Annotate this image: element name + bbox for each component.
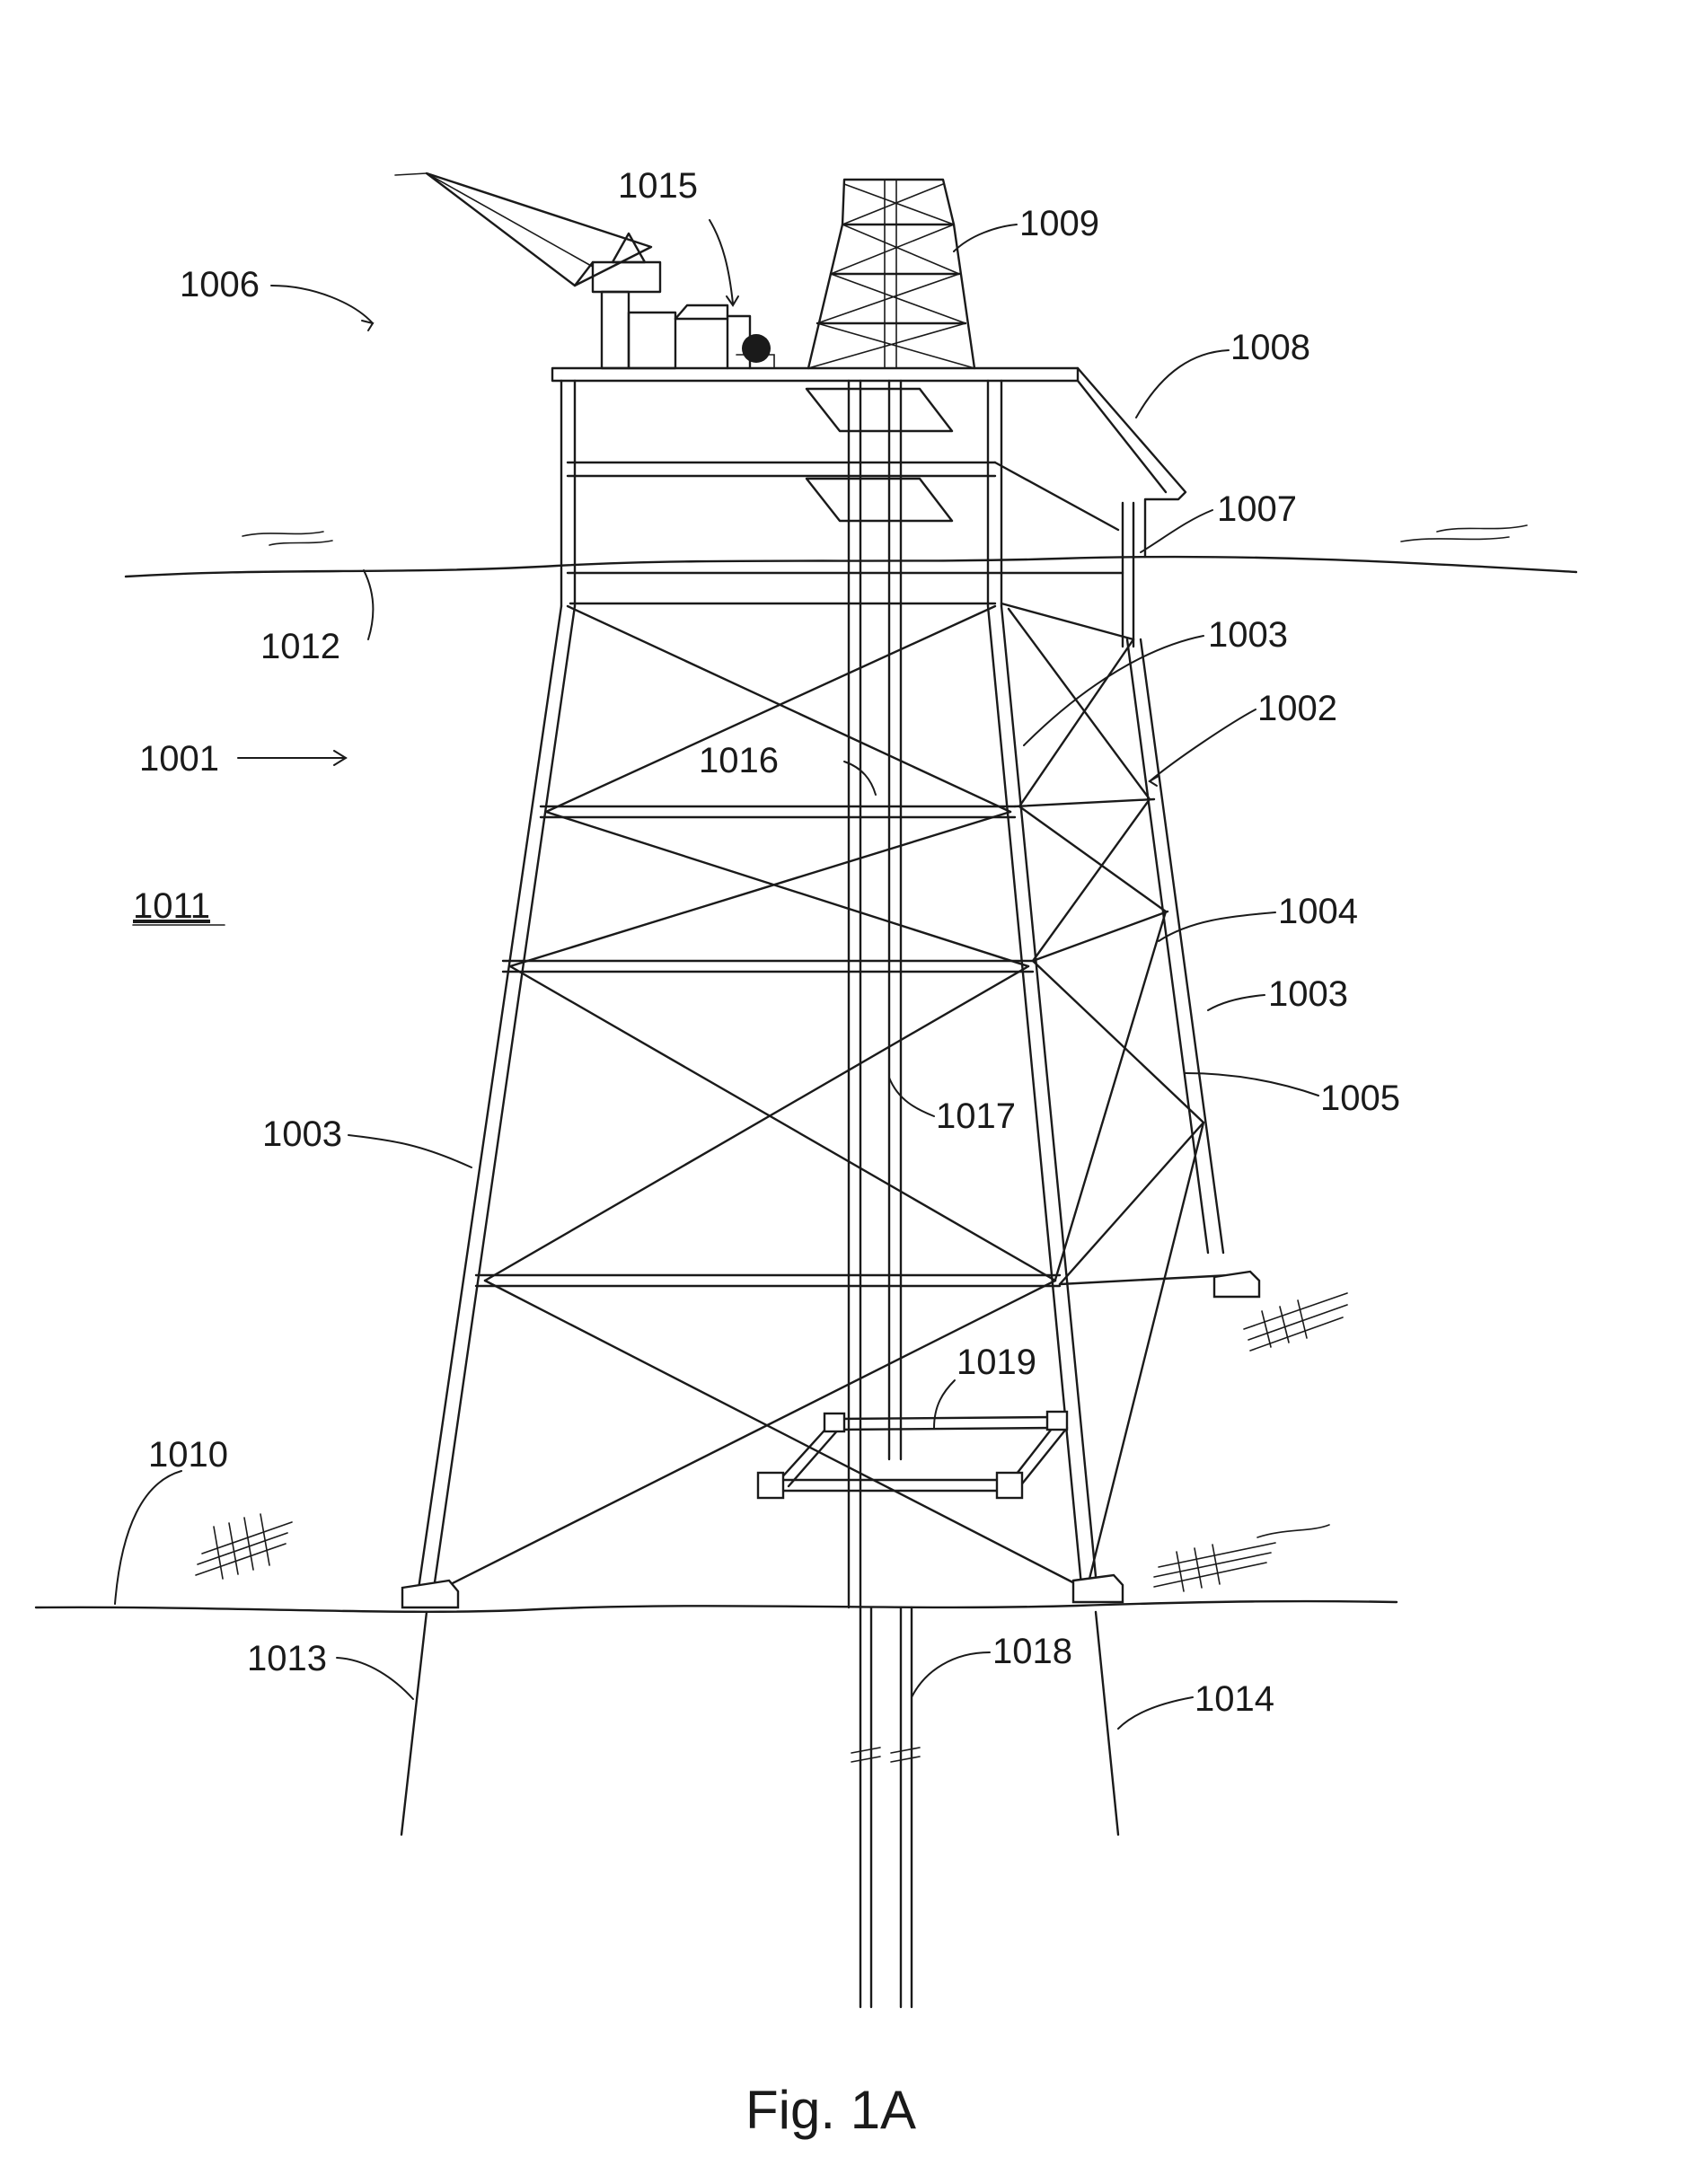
label-1018: 1018 xyxy=(992,1632,1072,1671)
label-1010: 1010 xyxy=(148,1435,228,1475)
label-1017: 1017 xyxy=(936,1096,1016,1136)
label-1003-upper: 1003 xyxy=(1208,615,1288,655)
label-1001: 1001 xyxy=(139,739,219,779)
label-1013: 1013 xyxy=(247,1639,327,1678)
seabed-hatch-left xyxy=(196,1514,292,1579)
label-1003-left: 1003 xyxy=(262,1114,342,1154)
seabed-hatch-right xyxy=(1244,1293,1347,1351)
label-1012: 1012 xyxy=(260,627,340,666)
subsea-template-frame xyxy=(758,1412,1067,1498)
deck-extension xyxy=(1078,368,1186,647)
label-1008: 1008 xyxy=(1230,328,1310,367)
deck-well-slots xyxy=(807,389,952,521)
label-1006: 1006 xyxy=(180,265,260,304)
label-1004: 1004 xyxy=(1278,892,1358,931)
label-1016: 1016 xyxy=(699,741,779,780)
label-1015: 1015 xyxy=(618,166,698,206)
label-1002: 1002 xyxy=(1257,689,1337,728)
label-1007: 1007 xyxy=(1217,489,1297,529)
leader-lines xyxy=(115,220,1318,1729)
label-1019: 1019 xyxy=(957,1343,1036,1382)
seabed-hatch-center xyxy=(1154,1525,1329,1591)
label-1014: 1014 xyxy=(1195,1679,1274,1719)
deck-modules xyxy=(602,292,774,368)
sea-floor-line xyxy=(36,1601,1397,1612)
derrick-tower xyxy=(808,180,974,368)
well-conductors xyxy=(849,381,920,2007)
label-1005: 1005 xyxy=(1320,1079,1400,1118)
label-1003-right: 1003 xyxy=(1268,974,1348,1014)
jacket-horizontals xyxy=(476,603,1060,1286)
figure-caption: Fig. 1A xyxy=(745,2080,916,2140)
top-deck xyxy=(552,368,1123,606)
sea-surface-line xyxy=(126,525,1576,577)
label-1011: 1011 xyxy=(133,886,210,926)
label-1009: 1009 xyxy=(1019,204,1099,243)
